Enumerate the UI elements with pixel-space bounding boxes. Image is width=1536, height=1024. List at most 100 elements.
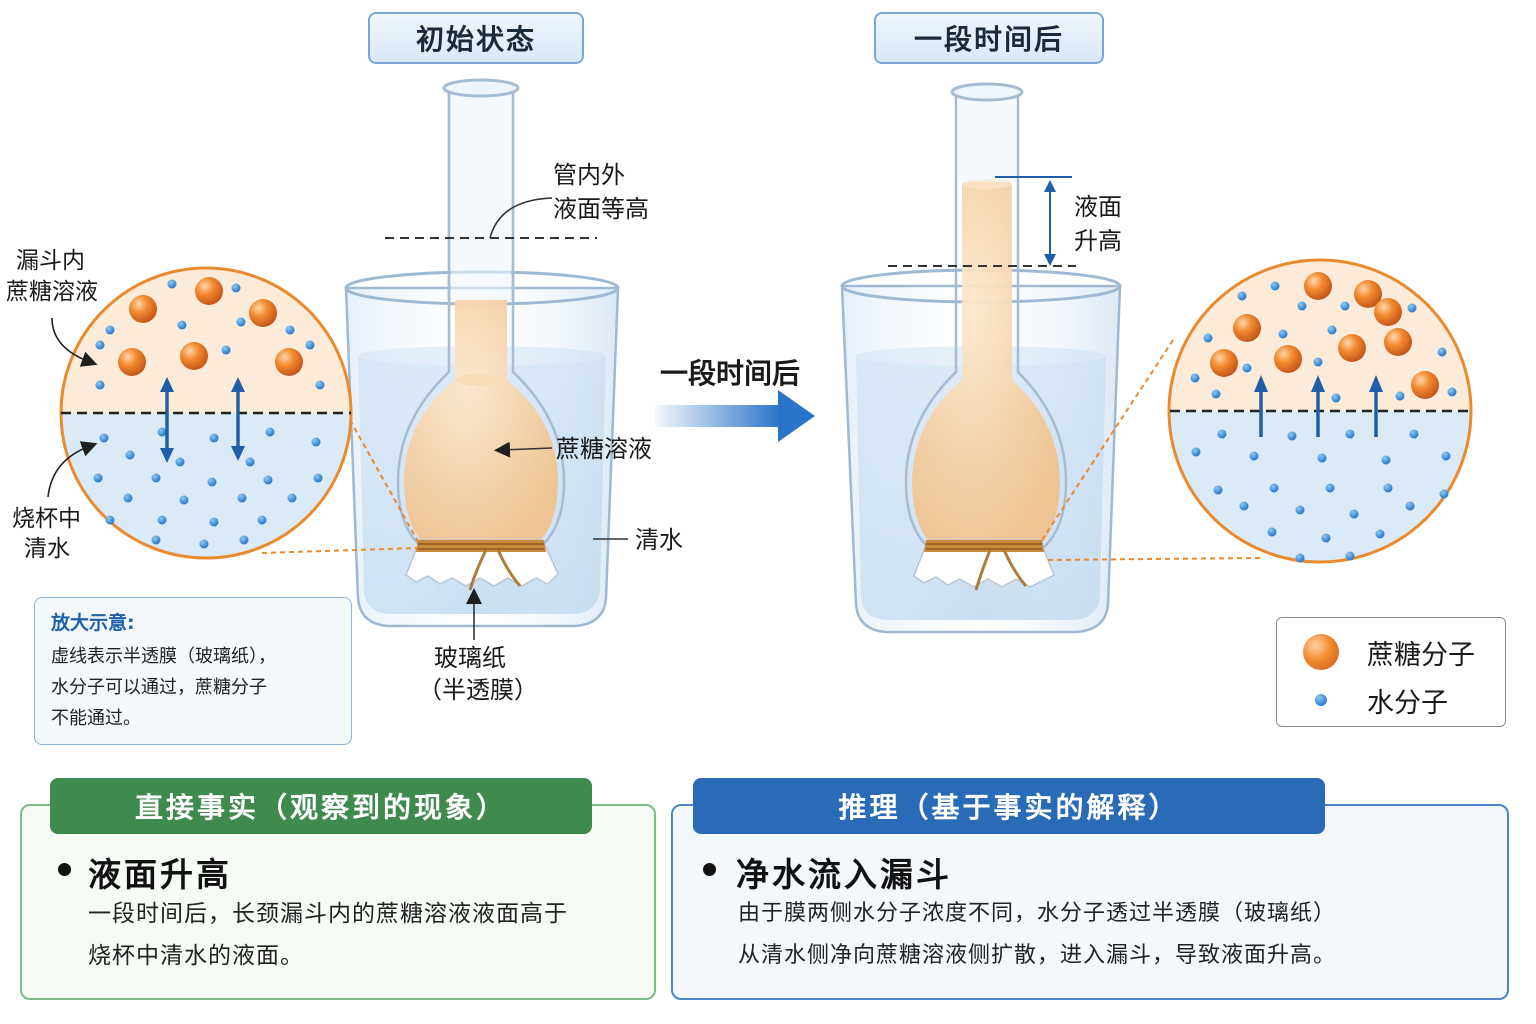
legend-sucrose-label: 蔗糖分子: [1367, 639, 1475, 671]
water-molecule: [125, 450, 135, 460]
water-molecule: [93, 473, 103, 483]
fact-panel: [20, 804, 656, 1000]
sucrose-molecule: [195, 277, 223, 305]
sucrose-molecule: [249, 299, 277, 327]
water-molecule: [265, 427, 275, 437]
water-molecule: [1409, 429, 1419, 439]
water-molecule: [1313, 357, 1323, 367]
sucrose-molecule: [1233, 314, 1261, 342]
water-molecule: [231, 283, 241, 293]
water-molecule: [209, 517, 219, 527]
label-funnel-solution-line1: 漏斗内: [16, 248, 85, 274]
fact-line: 烧杯中清水的液面。: [88, 943, 304, 969]
water-molecule: [1447, 387, 1457, 397]
label-cellophane-line1: 玻璃纸: [434, 644, 506, 672]
water-molecule: [1405, 501, 1415, 511]
water-molecule: [263, 475, 273, 485]
water-molecule: [1242, 363, 1252, 373]
inference-line: 从清水侧净向蔗糖溶液侧扩散，进入漏斗，导致液面升高。: [738, 943, 1337, 968]
water-molecule: [1267, 527, 1277, 537]
water-molecule: [1441, 451, 1451, 461]
water-molecule: [1295, 505, 1305, 515]
water-molecule: [1407, 303, 1417, 313]
water-molecule: [305, 340, 315, 350]
label-beaker-water-line1: 烧杯中: [12, 506, 81, 532]
fact-header: 直接事实（观察到的现象）: [50, 778, 592, 834]
water-molecule: [157, 427, 167, 437]
water-molecule: [1287, 431, 1297, 441]
water-molecule: [1270, 281, 1280, 291]
water-molecule: [1437, 347, 1447, 357]
left-water-molecules: [93, 279, 325, 549]
water-molecule: [209, 433, 219, 443]
water-molecule: [199, 539, 209, 549]
water-molecule: [1439, 489, 1449, 499]
water-molecule: [157, 515, 167, 525]
water-molecule: [167, 279, 177, 289]
note-line: 水分子可以通过，蔗糖分子: [51, 677, 267, 698]
water-molecule: [1321, 533, 1331, 543]
title-initial-state: 初始状态: [368, 12, 584, 64]
arrow-label: 一段时间后: [660, 357, 800, 390]
right-water-molecules: [1190, 281, 1457, 563]
sucrose-molecule: [1354, 280, 1382, 308]
water-molecule: [95, 380, 105, 390]
sucrose-molecule: [1374, 298, 1402, 326]
note-body: 虚线表示半透膜（玻璃纸）， 水分子可以通过，蔗糖分子 不能通过。: [51, 641, 335, 734]
funnel-bulb: [912, 184, 1060, 548]
water-molecule: [287, 493, 297, 503]
water-molecule: [1383, 483, 1393, 493]
label-level-line2: 液面等高: [553, 195, 649, 223]
water-molecule: [1191, 447, 1201, 457]
water-molecule: [1345, 429, 1355, 439]
osmosis-diagram: 管内外 液面等高 蔗糖溶液 清水 玻璃纸 （半透膜） 漏斗内 蔗糖溶液 烧杯中 …: [6, 78, 1473, 704]
note-line: 虚线表示半透膜（玻璃纸），: [51, 646, 276, 667]
sucrose-molecule-icon: [1303, 634, 1339, 670]
title-after-some-time: 一段时间后: [874, 12, 1104, 64]
water-molecule: [237, 493, 247, 503]
inference-line: 由于膜两侧水分子浓度不同，水分子透过半透膜（玻璃纸）: [738, 901, 1337, 926]
sucrose-molecule: [1210, 349, 1238, 377]
water-molecule: [1325, 483, 1335, 493]
right-sucrose-molecules: [1210, 272, 1439, 399]
water-molecule: [179, 495, 189, 505]
water-molecule: [175, 457, 185, 467]
label-level-line1: 管内外: [553, 161, 625, 189]
water-molecule: [151, 473, 161, 483]
water-molecule: [1345, 551, 1355, 561]
funnel-bulb: [404, 300, 558, 548]
inference-point: 净水流入漏斗: [736, 855, 952, 894]
water-molecule: [313, 473, 323, 483]
inference-panel: [671, 804, 1509, 1000]
water-molecule: [1375, 529, 1385, 539]
water-molecule: [1327, 325, 1337, 335]
sucrose-molecule: [1338, 334, 1366, 362]
water-molecule: [207, 477, 217, 487]
legend: 蔗糖分子 水分子: [1276, 617, 1506, 727]
right-magnifier: [1167, 258, 1473, 564]
water-molecule: [257, 515, 267, 525]
sucrose-molecule: [118, 348, 146, 376]
time-passes-arrow: [655, 390, 815, 442]
water-molecule: [1269, 483, 1279, 493]
water-molecule: [1381, 455, 1391, 465]
sucrose-molecule: [1384, 328, 1412, 356]
water-molecule: [1331, 393, 1341, 403]
water-molecule: [1239, 501, 1249, 511]
bullet-icon: [58, 863, 71, 876]
label-rise-line2: 升高: [1074, 227, 1122, 255]
magnification-note: 放大示意: 虚线表示半透膜（玻璃纸）， 水分子可以通过，蔗糖分子 不能通过。: [34, 597, 352, 745]
water-molecule: [1203, 333, 1213, 343]
water-molecule: [151, 535, 161, 545]
water-molecule: [1295, 553, 1305, 563]
sucrose-molecule: [1304, 272, 1332, 300]
water-molecule: [221, 345, 231, 355]
water-molecule: [1211, 389, 1221, 399]
water-molecule: [95, 340, 105, 350]
fact-point: 液面升高: [88, 855, 232, 894]
sucrose-molecule: [180, 342, 208, 370]
label-clear-water: 清水: [635, 526, 683, 554]
note-title: 放大示意:: [51, 612, 135, 634]
left-sucrose-molecules: [118, 277, 303, 376]
water-molecule: [1249, 451, 1259, 461]
